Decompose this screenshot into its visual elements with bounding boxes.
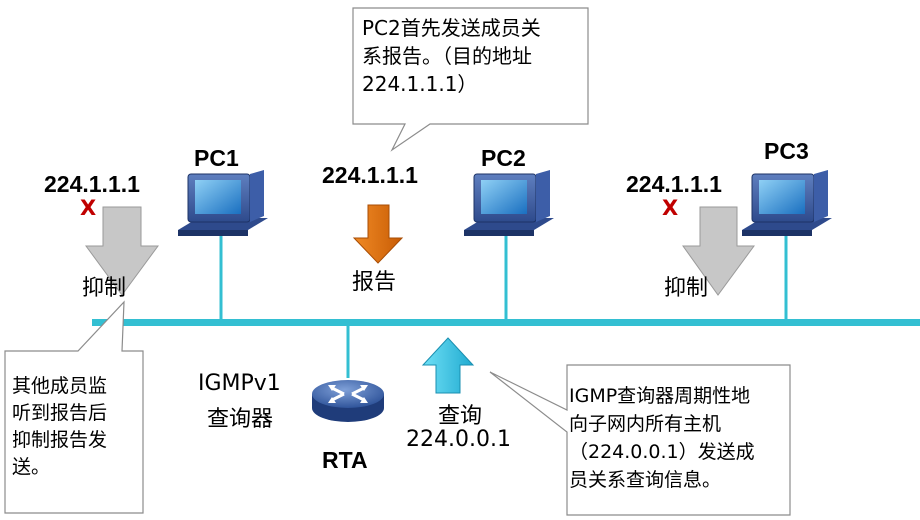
network-bus: [92, 319, 920, 326]
pc3-computer-icon: [742, 170, 832, 236]
router-role-line2: 查询器: [207, 407, 274, 432]
pc1-group-address: 224.1.1.1: [44, 171, 140, 197]
pc1-computer-icon: [178, 170, 268, 236]
suppress-callout-text: 其他成员监 听到报告后 抑制报告发 送。: [12, 375, 108, 478]
pc1-name: PC1: [194, 145, 239, 171]
pc3-name: PC3: [764, 138, 809, 164]
querier-callout-text: IGMP查询器周期性地 向子网内所有主机 （224.0.0.1）发送成 员关系查…: [569, 385, 755, 491]
query-address: 224.0.0.1: [406, 427, 511, 452]
pc1-action-label: 抑制: [82, 276, 127, 301]
pc2-action-label: 报告: [352, 270, 397, 295]
pc2-report-callout: [352, 7, 589, 152]
router-icon: [312, 380, 384, 422]
pc3-action-label: 抑制: [664, 276, 709, 301]
querier-callout: [489, 364, 791, 516]
query-arrow: [421, 337, 475, 394]
pc2-group-address: 224.1.1.1: [322, 162, 418, 188]
pc3-suppress-arrow: [682, 206, 755, 296]
pc2-report-callout-text: PC2首先发送成员关 系报告。（目的地址 224.1.1.1）: [362, 16, 541, 96]
pc1-suppressed-mark: X: [80, 196, 97, 220]
pc3-group-address: 224.1.1.1: [626, 171, 722, 197]
suppress-callout: [4, 300, 144, 514]
pc1-suppress-arrow: [85, 206, 159, 296]
pc2-report-arrow: [352, 204, 404, 264]
pc2-name: PC2: [481, 145, 526, 171]
router-role-line1: IGMPv1: [198, 371, 281, 396]
pc3-suppressed-mark: X: [662, 196, 679, 220]
router-name: RTA: [322, 447, 368, 473]
pc2-computer-icon: [464, 170, 554, 236]
query-label: 查询: [438, 404, 483, 429]
